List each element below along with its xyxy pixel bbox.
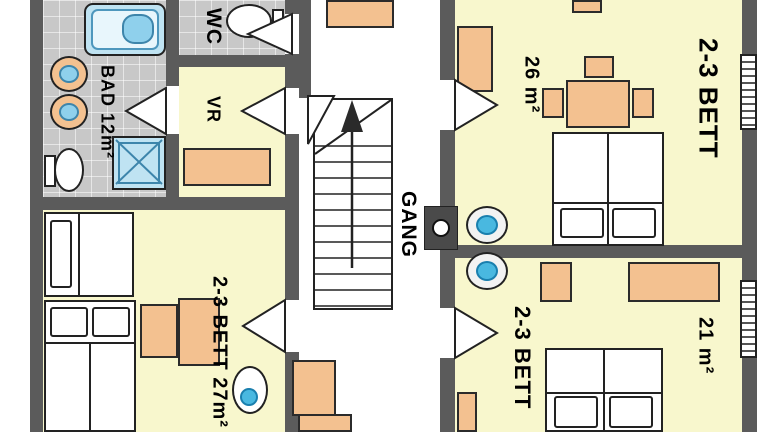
wall-bath-vr-top (166, 0, 179, 86)
hallway-label: GANG (397, 190, 420, 258)
wall-vr-gang (285, 134, 299, 210)
bed-line (547, 392, 661, 394)
gang-top-cabinet (326, 0, 394, 28)
pillow (50, 307, 88, 337)
room21-beds-label: 2-3 BETT (510, 306, 535, 410)
bathtub (84, 3, 166, 56)
shower-tray (118, 142, 160, 184)
room26-chair-left (542, 88, 564, 118)
radiator-bottom (740, 280, 757, 358)
bed-divider (89, 342, 91, 430)
staircase (313, 98, 393, 310)
vestibule-label: VR (203, 96, 224, 124)
room26-wardrobe (457, 26, 493, 92)
washbasin-room27 (232, 366, 268, 414)
room27-wardrobe (178, 298, 220, 366)
radiator-top (740, 54, 757, 130)
room21-wardrobe (628, 262, 720, 302)
room26-size-label: 26 m² (520, 56, 543, 114)
sink-basin (476, 261, 498, 281)
bed-divider (603, 350, 605, 430)
room26-table (566, 80, 630, 128)
bed-divider (607, 134, 609, 244)
toilet-bowl (54, 148, 84, 192)
room21-size-label: 21 m² (694, 317, 717, 375)
wc-toilet (226, 2, 288, 40)
room26-beds-label: 2-3 BETT (693, 37, 724, 159)
wall-wc-vr (179, 55, 299, 67)
wall-left-horizontal (30, 197, 299, 210)
room21-shelf-left (457, 392, 477, 432)
hall-cabinet-2 (298, 414, 352, 432)
bathtub-water (122, 14, 154, 44)
wall-wc-gang-mid (285, 54, 299, 88)
room26-chair-right (632, 88, 654, 118)
vr-cabinet (183, 148, 271, 186)
room26-chair-top (584, 56, 614, 78)
toilet-bowl (226, 4, 272, 38)
wc-label: WC (202, 7, 225, 45)
wall-right-divider (440, 245, 754, 258)
room27-double-bed (44, 300, 136, 432)
toilet-tank (272, 9, 284, 33)
bed-line (554, 202, 662, 204)
pillow (50, 220, 72, 288)
bed-line (46, 342, 134, 344)
hall-cabinet-1 (292, 360, 336, 416)
wall-wc-gang-top (285, 0, 299, 14)
bath-sink-2 (50, 94, 88, 130)
room27-single-bed (44, 212, 134, 297)
room26-shelf-top (572, 0, 602, 13)
wall-bath-vr-bottom (166, 134, 179, 197)
wall-gang-top-stub (299, 0, 311, 98)
room21-double-bed (545, 348, 663, 432)
sink-basin (476, 215, 498, 235)
room26-double-bed (552, 132, 664, 246)
pillow (609, 396, 653, 428)
sink-bowl (50, 94, 88, 130)
wall-gang-right-bot (440, 358, 455, 432)
room21-table (540, 262, 572, 302)
pillow (92, 307, 130, 337)
washbasin-room26 (466, 206, 508, 244)
washbasin-room21 (466, 252, 508, 290)
sink-bowl (466, 252, 508, 290)
bath-sink-1 (50, 56, 88, 92)
wall-outer-left (30, 0, 43, 432)
shaft-column (424, 206, 458, 250)
wall-gang-right-top (440, 0, 455, 80)
room27-label: 2-3 BETT 27m² (208, 276, 231, 428)
pillow (560, 208, 604, 238)
bed-line (78, 214, 80, 295)
room27-nightstand (140, 304, 178, 358)
wall-bl-gang-top (285, 210, 299, 300)
pipe-icon (432, 219, 450, 237)
bath-toilet (44, 148, 86, 194)
sink-basin (240, 388, 258, 406)
sink-bowl (232, 366, 268, 414)
sink-basin (59, 103, 79, 121)
pillow (612, 208, 656, 238)
sink-basin (59, 65, 79, 83)
pillow (554, 396, 598, 428)
bathroom-label: BAD 12m² (97, 64, 118, 160)
